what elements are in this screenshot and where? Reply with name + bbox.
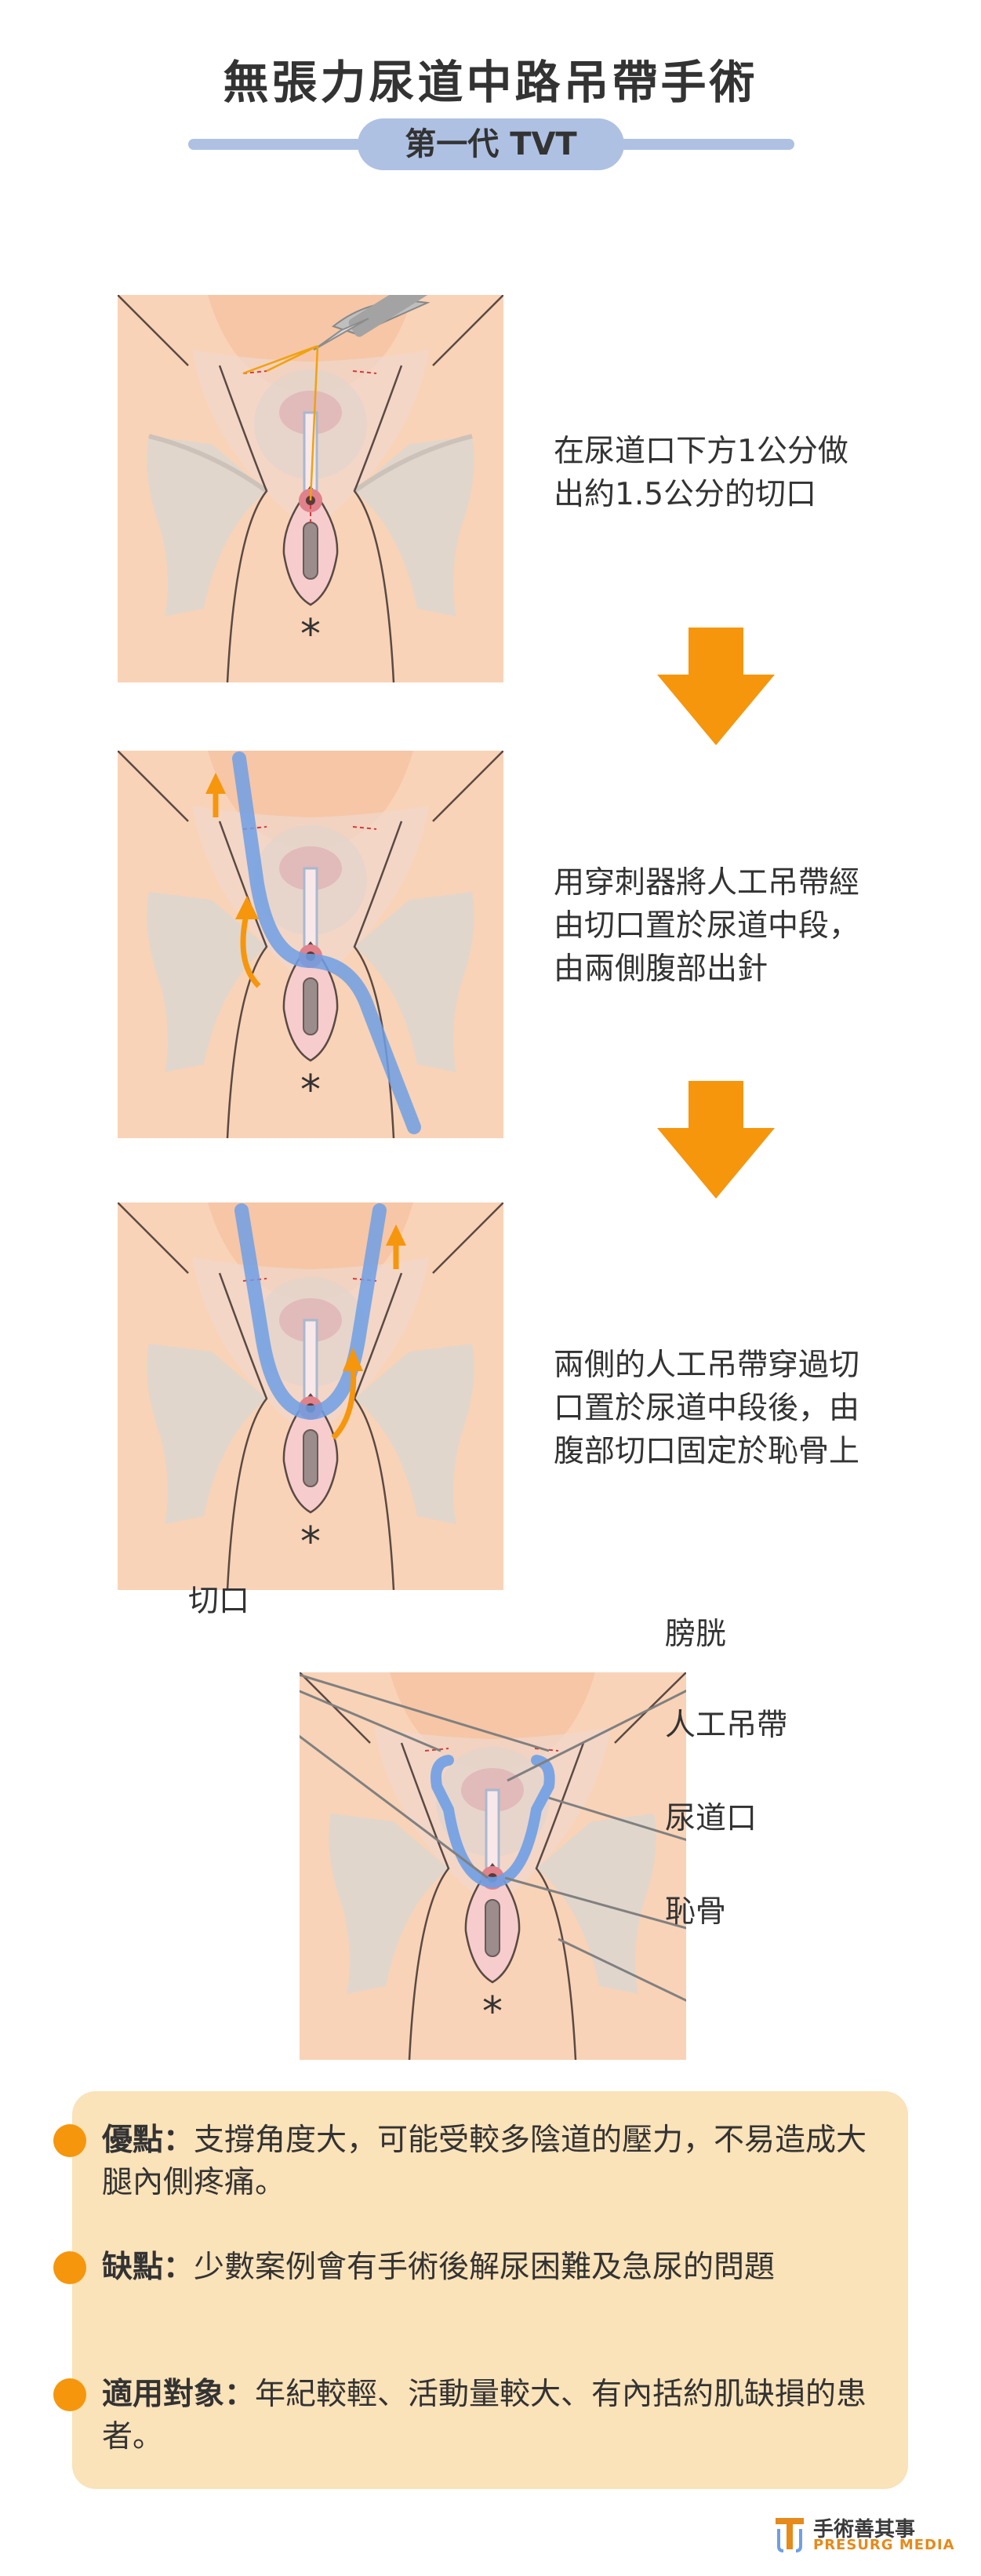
bullet-dot-icon bbox=[53, 2378, 86, 2411]
info-suitable-text: 年紀較輕、活動量較大、有內括約肌缺損的患者。 bbox=[102, 2377, 867, 2454]
anatomy-marker: * bbox=[300, 1519, 321, 1566]
info-pros: 優點：支撐角度大，可能受較多陰道的壓力，不易造成大腿內側疼痛。 bbox=[53, 2119, 886, 2204]
subtitle-badge: 第一代 TVT bbox=[358, 118, 624, 170]
info-suitable-label: 適用對象： bbox=[102, 2377, 256, 2412]
step-1-illustration: * bbox=[118, 295, 503, 682]
info-panel bbox=[72, 2091, 908, 2489]
info-cons-text: 少數案例會有手術後解尿困難及急尿的問題 bbox=[194, 2250, 776, 2285]
direction-arrow-icon bbox=[331, 1224, 406, 1440]
info-cons: 缺點：少數案例會有手術後解尿困難及急尿的問題 bbox=[53, 2247, 886, 2289]
bullet-dot-icon bbox=[53, 2124, 86, 2157]
sling-needle-path bbox=[232, 751, 421, 1134]
anatomy-marker: * bbox=[482, 1988, 503, 2036]
leader-lines bbox=[300, 1673, 686, 2002]
page-title: 無張力尿道中路吊帶手術 bbox=[223, 56, 758, 109]
anatomy-marker: * bbox=[300, 1067, 321, 1114]
pelvis-anatomy: * bbox=[118, 1202, 503, 1590]
logo-name: 手術善其事 bbox=[813, 2518, 916, 2541]
logo-subtitle: PRESURG MEDIA bbox=[813, 2537, 955, 2553]
info-cons-label: 缺點： bbox=[102, 2250, 194, 2285]
down-arrow-icon bbox=[657, 628, 775, 748]
label-sling: 人工吊帶 bbox=[665, 1708, 788, 1743]
logo-mark-icon bbox=[776, 2518, 804, 2552]
anatomy-marker: * bbox=[300, 611, 321, 658]
down-arrow-icon bbox=[657, 1081, 775, 1202]
step-2-illustration: * bbox=[118, 751, 503, 1138]
pelvis-anatomy: * bbox=[300, 1672, 686, 2060]
pelvis-anatomy: * bbox=[118, 751, 503, 1138]
info-pros-label: 優點： bbox=[102, 2123, 194, 2158]
step-1-text: 在尿道口下方1公分做 出約1.5公分的切口 bbox=[554, 434, 848, 512]
labeled-illustration: * bbox=[300, 1672, 686, 2060]
sling-tape bbox=[431, 1755, 555, 1889]
step-3-illustration: * bbox=[118, 1202, 503, 1590]
info-pros-text: 支撐角度大，可能受較多陰道的壓力，不易造成大腿內側疼痛。 bbox=[102, 2123, 867, 2200]
scalpel-icon bbox=[242, 295, 476, 501]
brand-logo: 手術善其事 PRESURG MEDIA bbox=[772, 2512, 961, 2559]
step-2-text: 用穿刺器將人工吊帶經 由切口置於尿道中段， 由兩側腹部出針 bbox=[554, 865, 860, 987]
info-suitable: 適用對象：年紀較輕、活動量較大、有內括約肌缺損的患者。 bbox=[53, 2374, 886, 2458]
step-3-text: 兩側的人工吊帶穿過切 口置於尿道中段後，由 腹部切口固定於恥骨上 bbox=[554, 1348, 860, 1469]
label-incision: 切口 bbox=[188, 1584, 250, 1619]
label-bladder: 膀胱 bbox=[665, 1617, 727, 1652]
label-urethral-opening: 尿道口 bbox=[665, 1801, 758, 1836]
direction-arrow-icon bbox=[205, 773, 261, 988]
label-pubic-bone: 恥骨 bbox=[665, 1894, 727, 1930]
bullet-dot-icon bbox=[53, 2251, 86, 2284]
